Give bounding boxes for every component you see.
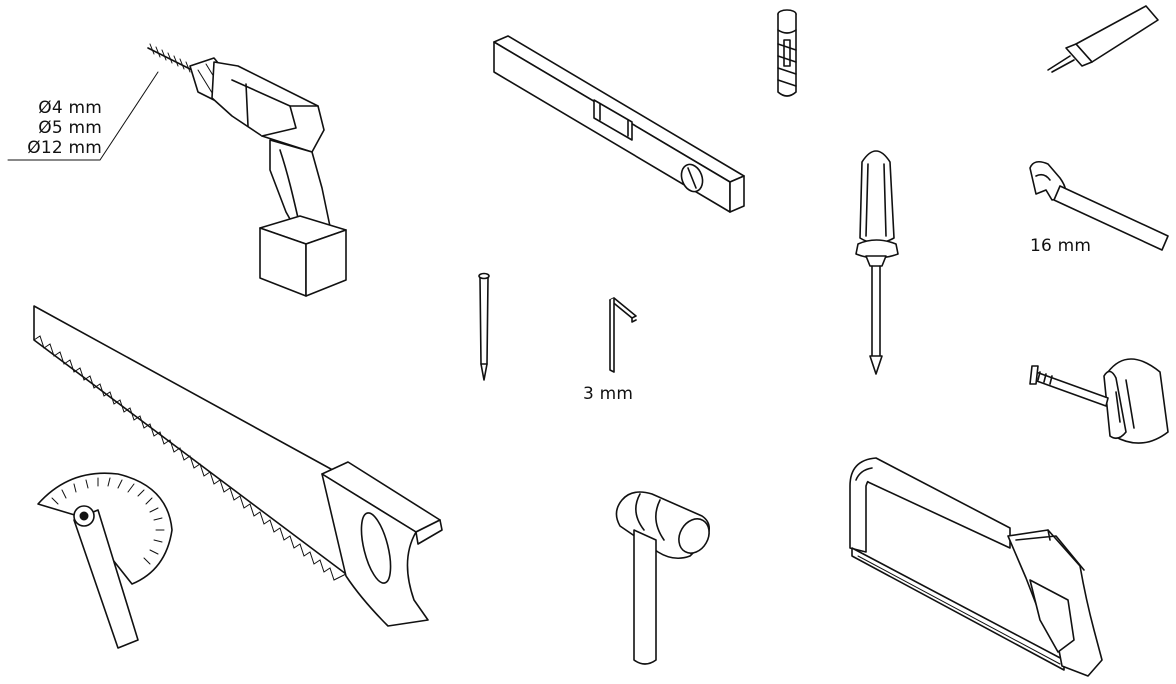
nail-icon bbox=[478, 272, 490, 381]
drill-bit-sizes: Ø4 mm Ø5 mm Ø12 mm bbox=[8, 98, 102, 158]
hex-key-size-label: 3 mm bbox=[583, 384, 634, 404]
drill-icon bbox=[7, 43, 347, 297]
tape-measure-icon bbox=[1029, 358, 1169, 444]
glue-tube-icon bbox=[1047, 5, 1159, 73]
spirit-level-icon bbox=[493, 35, 745, 213]
drill-bit-size-4: Ø4 mm bbox=[38, 98, 102, 118]
hacksaw-icon bbox=[849, 457, 1103, 677]
hand-saw-icon bbox=[33, 305, 443, 627]
wrench-icon bbox=[1029, 160, 1169, 251]
wall-plug-icon bbox=[777, 9, 797, 97]
drill-bit-size-5: Ø5 mm bbox=[38, 118, 102, 138]
protractor-icon bbox=[37, 472, 173, 649]
hex-key-icon bbox=[609, 297, 637, 373]
hammer-icon bbox=[615, 491, 710, 665]
wrench-size-label: 16 mm bbox=[1030, 236, 1092, 256]
screwdriver-icon bbox=[855, 150, 899, 375]
drill-bit-size-12: Ø12 mm bbox=[27, 138, 102, 158]
